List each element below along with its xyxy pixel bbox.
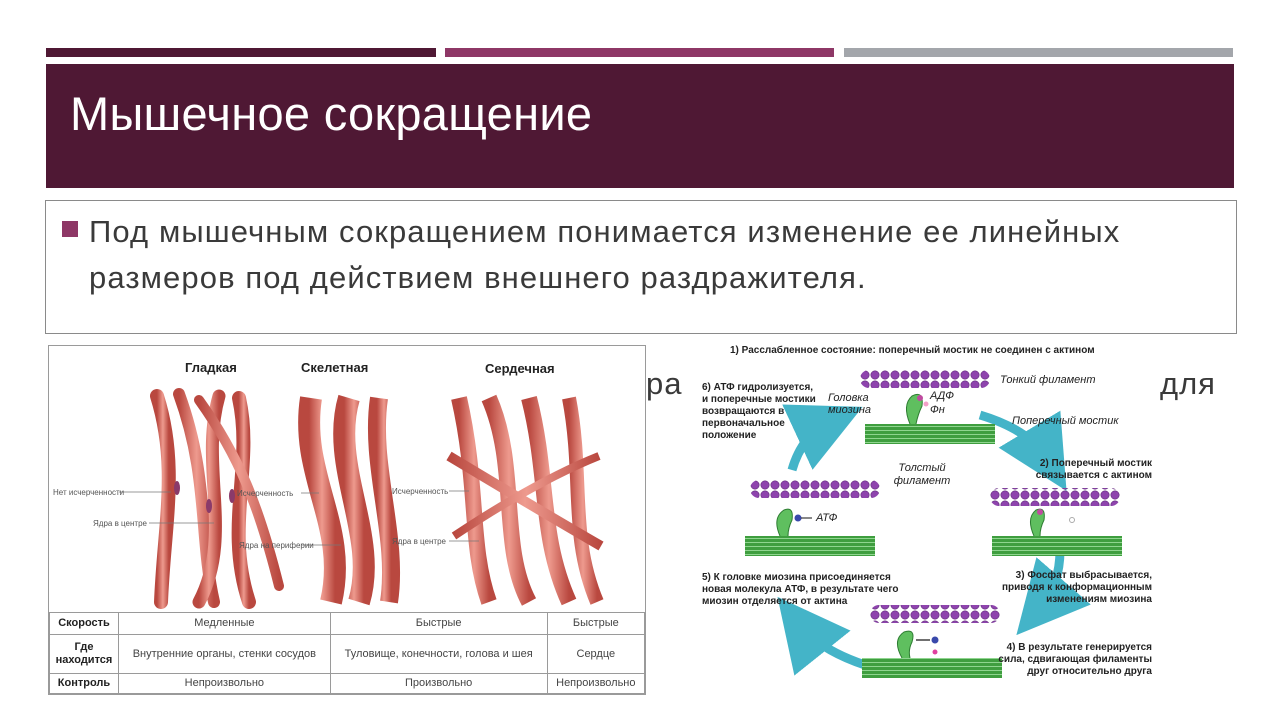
- table-row: Скорость Медленные Быстрые Быстрые: [49, 612, 646, 635]
- table-row: Контроль Непроизвольно Произвольно Непро…: [49, 673, 646, 694]
- table-cell: Непроизвольно: [118, 673, 331, 694]
- label-atp: АТФ: [816, 512, 838, 524]
- table-header-cell: Где находится: [49, 634, 119, 674]
- state-2: [990, 488, 1122, 556]
- label-myosin-head: Головка миозина: [828, 392, 872, 416]
- callout-cardiac-nucleus: Ядра в центре: [392, 537, 447, 546]
- obscured-text-right: для: [1160, 366, 1216, 401]
- cardiac-muscle-drawing: [446, 394, 604, 606]
- caption-step-2: 2) Поперечный мостик связывается с актин…: [1035, 458, 1152, 481]
- type-cardiac: Сердечная: [485, 361, 555, 376]
- table-cell: Медленные: [118, 612, 331, 635]
- table-cell: Произвольно: [329, 673, 548, 694]
- label-phosphate: Фн: [930, 404, 945, 416]
- callout-smooth-nucleus: Ядра в центре: [93, 519, 148, 528]
- callout-skeletal-striation: Исчерченность: [237, 489, 293, 498]
- callout-cardiac-striation: Исчерченность: [392, 487, 448, 496]
- cross-bridge-cycle-figure: 1) Расслабленное состояние: поперечный м…: [690, 340, 1160, 700]
- table-cell: Внутренние органы, стенки сосудов: [118, 634, 331, 674]
- decor-bar-plum: [445, 48, 834, 57]
- table-cell: Быстрые: [546, 612, 646, 635]
- type-skeletal: Скелетная: [301, 360, 368, 375]
- label-thin-filament: Тонкий филамент: [1000, 374, 1096, 386]
- slide-title: Мышечное сокращение: [70, 87, 593, 140]
- skeletal-muscle-drawing: [298, 394, 401, 606]
- callout-smooth-striation: Нет исчерченности: [53, 488, 124, 497]
- table-header-cell: Контроль: [49, 673, 119, 694]
- cycle-arrows: [777, 404, 1091, 676]
- caption-step-3: 3) Фосфат выбрасывается, приводя к конфо…: [1001, 570, 1152, 605]
- muscle-comparison-table: Скорость Медленные Быстрые Быстрые Где н…: [49, 612, 646, 694]
- table-cell: Непроизвольно: [546, 673, 646, 694]
- callout-skeletal-nucleus: Ядра на периферии: [239, 541, 314, 550]
- state-5: [745, 480, 880, 556]
- label-thick-filament: Толстый филамент: [893, 462, 951, 487]
- table-cell: Сердце: [546, 634, 646, 674]
- content-placeholder[interactable]: Под мышечным сокращением понимается изме…: [45, 200, 1237, 334]
- muscle-types-figure: Гладкая Скелетная Сердечная: [48, 345, 646, 695]
- table-cell: Быстрые: [329, 612, 548, 635]
- caption-step-6: 6) АТФ гидролизуется, и поперечные мости…: [702, 382, 816, 441]
- state-4: [862, 605, 1002, 678]
- caption-step-1: 1) Расслабленное состояние: поперечный м…: [730, 345, 1095, 356]
- caption-step-4: 4) В результате генерируется сила, сдвиг…: [998, 642, 1152, 677]
- obscured-text-left: ра: [646, 366, 683, 401]
- smooth-muscle-drawing: [150, 388, 284, 609]
- decor-bar-dark: [46, 48, 436, 57]
- title-bar: Мышечное сокращение: [46, 64, 1234, 188]
- bullet-square-icon: [62, 221, 78, 237]
- caption-step-5: 5) К головке миозина присоединяется нова…: [702, 572, 899, 607]
- label-adp: АДФ: [930, 390, 954, 402]
- state-1: [860, 370, 995, 444]
- label-cross-bridge: Поперечный мостик: [1012, 415, 1119, 427]
- decor-bar-gray: [844, 48, 1233, 57]
- table-row: Где находится Внутренние органы, стенки …: [49, 634, 646, 674]
- type-smooth: Гладкая: [185, 360, 237, 375]
- cycle-illustration: [745, 370, 1122, 678]
- muscle-illustration: Гладкая Скелетная Сердечная: [53, 360, 604, 609]
- bullet-text: Под мышечным сокращением понимается изме…: [89, 214, 1121, 295]
- table-cell: Туловище, конечности, голова и шея: [329, 634, 548, 674]
- table-header-cell: Скорость: [49, 612, 119, 635]
